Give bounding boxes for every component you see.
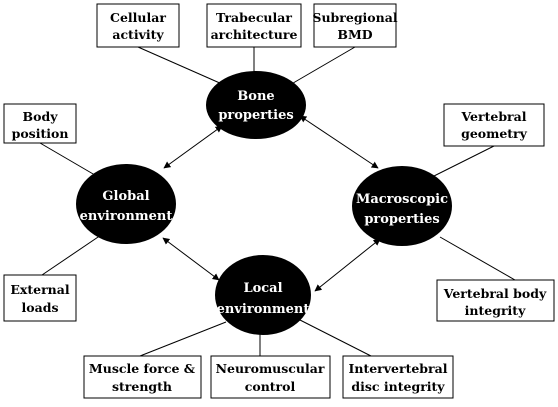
vertebral-geometry-line1: Vertebral: [461, 109, 527, 124]
node-global-line2: environment: [80, 209, 173, 224]
node-bone-properties: Bone properties: [206, 71, 306, 139]
cellular-line2: activity: [112, 27, 164, 42]
external-loads-line1: External: [10, 282, 69, 297]
box-body-position: [3, 103, 77, 144]
connector-cellular: [137, 46, 223, 85]
connector-body-position: [39, 142, 101, 179]
cellular-line1: Cellular: [110, 10, 166, 25]
node-local-line2: environment: [217, 302, 310, 317]
connector-subregional: [287, 46, 356, 87]
vertebral-body-line1: Vertebral body: [443, 286, 547, 301]
node-bone-line2: properties: [218, 108, 293, 123]
connector-intervertebral: [299, 319, 372, 357]
box-trabecular-architecture: [206, 3, 302, 48]
connector-vertebral-geometry: [429, 145, 495, 179]
node-local-environment: Local environment: [215, 255, 311, 335]
node-global-environment: Global environment: [76, 164, 176, 244]
box-cellular-activity: [96, 3, 180, 48]
factor-boxes: [3, 3, 555, 399]
box-external-loads: [3, 274, 77, 322]
box-subregional-bmd: [313, 3, 397, 48]
box-neuromuscular-control: [210, 355, 331, 399]
node-macro-line2: properties: [364, 212, 439, 227]
trabecular-line1: Trabecular: [216, 10, 292, 25]
node-local-line1: Local: [243, 281, 282, 296]
body-position-line2: position: [12, 126, 69, 141]
node-macro-line1: Macroscopic: [356, 192, 448, 207]
external-loads-line2: loads: [22, 300, 59, 315]
connector-muscle: [139, 321, 227, 357]
muscle-line2: strength: [112, 379, 172, 394]
node-macroscopic-properties: Macroscopic properties: [352, 166, 452, 246]
box-connectors: [39, 46, 516, 357]
vertebral-body-line2: integrity: [465, 303, 526, 318]
neuromuscular-line1: Neuromuscular: [216, 361, 325, 376]
muscle-line1: Muscle force &: [89, 361, 196, 376]
subregional-line1: Subregional: [312, 10, 397, 25]
body-position-line1: Body: [23, 109, 59, 124]
node-arrows: [162, 115, 381, 292]
arrow-local-macro: [314, 238, 381, 292]
box-intervertebral-disc: [342, 355, 454, 399]
intervertebral-line1: Intervertebral: [349, 361, 448, 376]
arrow-bone-macro: [299, 115, 379, 169]
trabecular-line2: architecture: [211, 27, 298, 42]
arrow-global-local: [162, 237, 220, 281]
box-muscle-force: [83, 355, 202, 399]
subregional-line2: BMD: [337, 27, 372, 42]
box-labels: Cellular activity Trabecular architectur…: [10, 10, 547, 394]
node-global-line1: Global: [102, 189, 149, 204]
connector-vertebral-body: [439, 236, 516, 281]
intervertebral-line2: disc integrity: [351, 379, 445, 394]
box-vertebral-body-integrity: [436, 279, 555, 322]
node-bone-line1: Bone: [237, 89, 274, 104]
connector-external-loads: [41, 232, 105, 276]
arrow-bone-global: [163, 125, 223, 169]
vertebral-geometry-line2: geometry: [461, 126, 528, 141]
neuromuscular-line2: control: [245, 379, 296, 394]
box-vertebral-geometry: [443, 103, 545, 147]
